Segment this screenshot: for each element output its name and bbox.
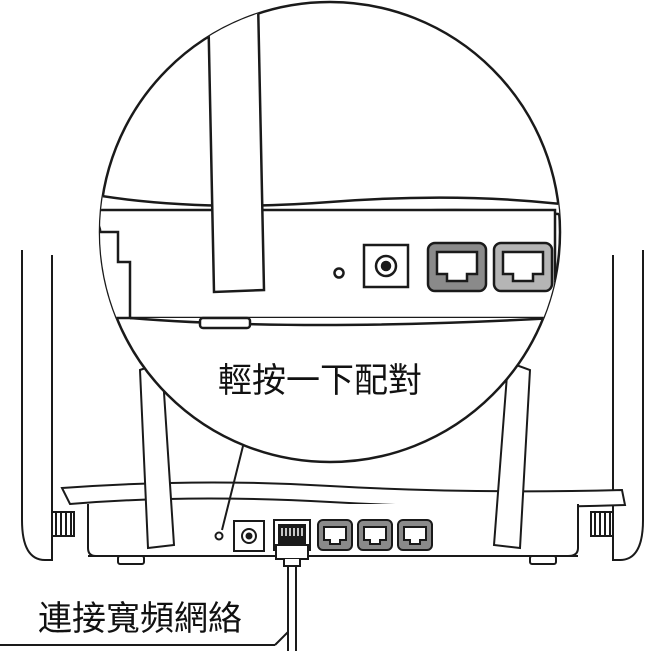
power-port-icon[interactable] (233, 520, 265, 552)
lan-port-1-icon[interactable] (317, 519, 353, 551)
reset-hole-icon[interactable] (214, 531, 224, 541)
zoom-ethernet-port-1-icon[interactable] (426, 241, 488, 293)
lan-port-3-icon[interactable] (397, 519, 433, 551)
left-outer-antenna (21, 250, 75, 561)
pair-instruction-label: 輕按一下配對 (218, 361, 422, 401)
router-top-plate (60, 481, 627, 508)
lan-port-2-icon[interactable] (357, 519, 393, 551)
leader-line (221, 445, 244, 531)
zoom-reset-hole-icon[interactable] (333, 267, 345, 279)
zoom-antenna (206, 2, 266, 294)
magnifier-circle (98, 0, 562, 464)
right-center-antenna (492, 360, 532, 550)
ethernet-cable (275, 544, 309, 651)
right-outer-antenna (590, 250, 644, 561)
connect-broadband-label: 連接寬頻網絡 (38, 599, 242, 639)
broadband-label-bg (30, 592, 268, 642)
zoom-power-port-icon[interactable] (362, 243, 410, 289)
bottom-port-row (214, 519, 433, 552)
zoom-ethernet-port-2-icon[interactable] (492, 241, 554, 293)
